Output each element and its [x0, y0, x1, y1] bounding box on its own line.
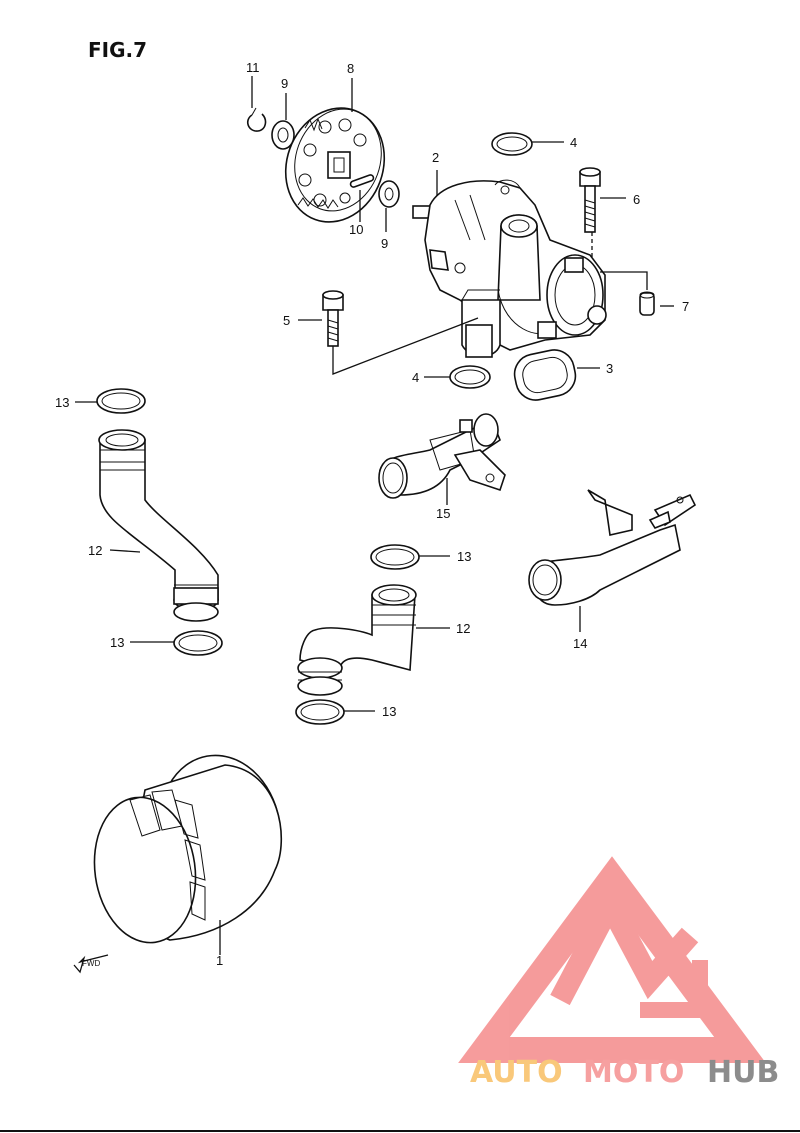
watermark-logo	[458, 856, 766, 1063]
dowel-pin-part-7	[639, 291, 655, 316]
front-arrow-icon: FWD	[73, 954, 109, 974]
oil-pump-body-part-2	[412, 179, 607, 358]
oil-pipe-part-14	[528, 489, 697, 606]
svg-text:AUTO: AUTO	[470, 1055, 563, 1090]
gasket-part-3	[513, 349, 577, 401]
callout-14: 14	[573, 636, 587, 651]
oil-pipe-part-12-left	[98, 429, 219, 622]
callout-7: 7	[682, 299, 689, 314]
oil-filter-part-1	[93, 754, 282, 944]
callout-13-left-bottom: 13	[110, 635, 124, 650]
o-ring-part-4-lower	[449, 365, 491, 389]
circlip-part-11	[246, 107, 267, 132]
callout-15: 15	[436, 506, 450, 521]
callout-12-left: 12	[88, 543, 102, 558]
o-ring-part-13-left-bottom	[173, 630, 223, 656]
oil-pipe-part-15	[378, 413, 506, 499]
washer-part-9-left	[271, 120, 295, 150]
oil-pump-gear-part-8	[284, 107, 386, 223]
callout-6: 6	[633, 192, 640, 207]
callout-2: 2	[432, 150, 439, 165]
callout-5: 5	[283, 313, 290, 328]
callout-13-center-bottom: 13	[382, 704, 396, 719]
figure-title: FIG.7	[88, 38, 147, 62]
o-ring-part-13-center-top	[370, 544, 420, 570]
o-ring-part-4-top	[491, 132, 533, 156]
callout-13-left-top: 13	[55, 395, 69, 410]
callout-4-top: 4	[570, 135, 577, 150]
callout-1: 1	[216, 953, 223, 968]
callout-13-center-top: 13	[457, 549, 471, 564]
washer-part-9-right	[378, 180, 400, 208]
bolt-part-5	[322, 290, 344, 347]
svg-text:MOTO: MOTO	[583, 1055, 684, 1090]
callout-3: 3	[606, 361, 613, 376]
svg-text:FWD: FWD	[82, 959, 100, 968]
oil-pipe-part-12-center	[297, 584, 417, 696]
watermark-text: AUTO MOTO HUB	[470, 1055, 779, 1090]
callout-4-lower: 4	[412, 370, 419, 385]
pin-part-10	[349, 174, 375, 188]
callout-10: 10	[349, 222, 363, 237]
callout-11: 11	[246, 60, 260, 75]
svg-text:HUB: HUB	[707, 1055, 779, 1090]
callout-9-bottom: 9	[381, 236, 388, 251]
callout-12-center: 12	[456, 621, 470, 636]
callout-9-top: 9	[281, 76, 288, 91]
callout-8: 8	[347, 61, 354, 76]
o-ring-part-13-center-bottom	[295, 699, 345, 725]
bolt-part-6	[579, 167, 601, 233]
o-ring-part-13-left-top	[96, 388, 146, 414]
